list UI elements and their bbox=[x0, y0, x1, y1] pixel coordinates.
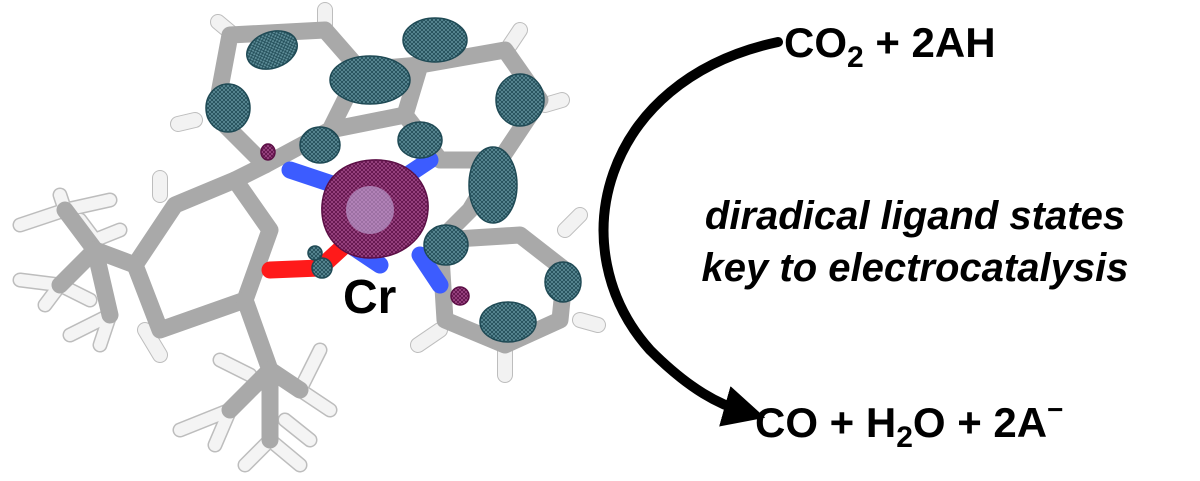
reactant-part-2: + 2AH bbox=[863, 19, 996, 66]
metal-label: Cr bbox=[343, 271, 397, 324]
caption-line-2: key to electrocatalysis bbox=[701, 246, 1129, 290]
reaction-caption: diradical ligand states key to electroca… bbox=[640, 190, 1190, 294]
product-superscript: − bbox=[1047, 394, 1064, 425]
lower-tert-butyl-hydrogens bbox=[172, 342, 338, 473]
chromium-atom bbox=[346, 186, 394, 234]
product-part-2: O + 2A bbox=[912, 399, 1048, 446]
reactant-subscript: 2 bbox=[847, 41, 864, 74]
product-part-1: CO + H bbox=[755, 399, 897, 446]
reactant-part-1: CO bbox=[784, 19, 847, 66]
reactant-formula: CO2 + 2AH bbox=[784, 22, 996, 73]
product-subscript: 2 bbox=[896, 421, 913, 454]
product-formula: CO + H2O + 2A− bbox=[755, 396, 1063, 453]
reaction-arrow bbox=[598, 37, 783, 427]
caption-line-1: diradical ligand states bbox=[704, 194, 1126, 238]
hydrogen-bonds bbox=[137, 2, 606, 383]
spin-density-positive bbox=[205, 17, 582, 343]
